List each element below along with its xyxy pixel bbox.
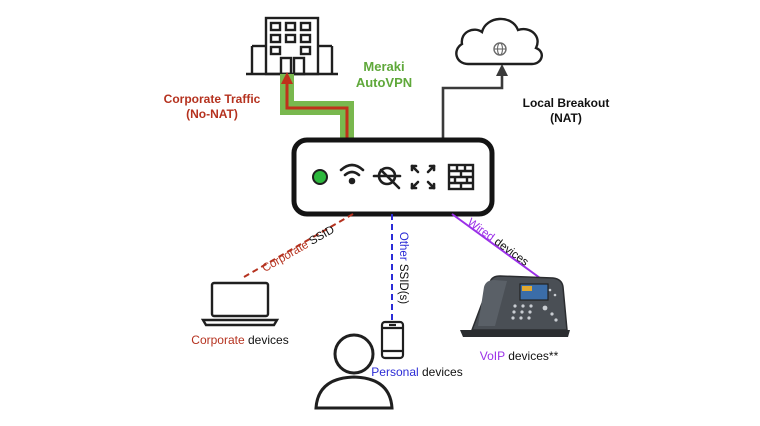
person-icon — [314, 333, 394, 410]
voip-desk-phone-icon — [460, 275, 570, 337]
wifi-icon — [339, 163, 365, 185]
corporate-traffic-label: Corporate Traffic — [164, 92, 261, 106]
local-breakout-arrowhead — [496, 64, 508, 76]
traffic-shaping-icon — [372, 166, 402, 190]
corporate-traffic-line — [285, 80, 349, 150]
corporate-traffic-nat-label: (No-NAT) — [186, 107, 238, 121]
corporate-ssid-link — [243, 213, 354, 278]
status-led-icon — [312, 169, 328, 185]
corporate-ssid-label: Corporate SSID — [260, 224, 336, 275]
autovpn-label: Meraki — [363, 59, 404, 74]
office-building-icon — [246, 16, 338, 76]
local-breakout-label: Local Breakout — [523, 96, 610, 110]
corporate-devices-label: Corporate devices — [191, 333, 288, 347]
wired-link — [451, 213, 541, 279]
other-ssid-label: Other SSID(s) — [397, 232, 409, 304]
local-breakout-nat-label: (NAT) — [550, 111, 582, 125]
cloud-globe-icon — [455, 17, 543, 66]
wired-devices-label: Wired devices — [465, 216, 531, 268]
local-breakout-line — [441, 72, 504, 140]
autovpn-label-line2: AutoVPN — [356, 75, 412, 90]
routing-icon — [410, 164, 436, 190]
personal-devices-label: Personal devices — [371, 365, 462, 379]
laptop-icon — [200, 281, 280, 327]
corporate-traffic-arrowhead — [281, 72, 293, 84]
voip-devices-label: VoIP devices** — [480, 349, 559, 363]
mobile-phone-icon — [380, 320, 405, 360]
firewall-icon — [447, 163, 475, 191]
mx-appliance-icon — [291, 137, 495, 217]
